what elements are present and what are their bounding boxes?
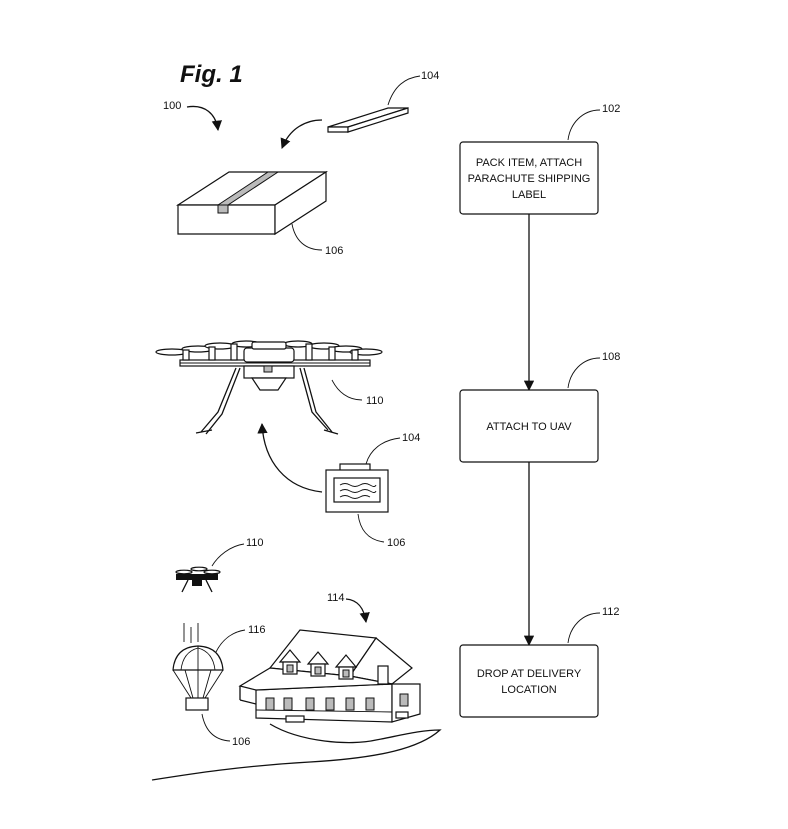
ref-label-112: 112	[602, 606, 620, 618]
step-1-line-1: PACK ITEM, ATTACH	[476, 157, 582, 169]
ref-leader-102	[567, 109, 601, 141]
ref-label-106-low: 106	[232, 736, 250, 748]
box-to-uav-arrow	[257, 422, 323, 493]
step-2-line-1: ATTACH TO UAV	[486, 421, 572, 433]
step-3-line-1: DROP AT DELIVERY	[477, 668, 582, 680]
ref-leader-106-low	[201, 713, 231, 742]
uav-drone-small	[175, 566, 221, 593]
step-1-line-2: PARACHUTE SHIPPING	[468, 173, 591, 185]
figure-title: Fig. 1	[180, 61, 243, 88]
uav-drone-large	[155, 340, 383, 435]
ref-leader-108	[567, 357, 601, 389]
ref-leader-116	[215, 629, 246, 653]
parachute-package	[172, 623, 224, 711]
step-3-line-2: LOCATION	[501, 684, 556, 696]
ref-label-106-mid: 106	[387, 537, 405, 549]
label-to-box-arrow	[280, 119, 323, 149]
ref-label-100: 100	[163, 100, 181, 112]
package-box	[175, 170, 329, 236]
ref-label-106-top: 106	[325, 245, 343, 257]
ref-label-110-low: 110	[246, 537, 264, 549]
ref-arrow-114	[345, 598, 370, 624]
flowchart-step-3: DROP AT DELIVERY LOCATION	[459, 644, 599, 718]
ref-leader-104-top	[387, 75, 421, 106]
flowchart-step-1: PACK ITEM, ATTACH PARACHUTE SHIPPING LAB…	[459, 141, 599, 215]
ref-leader-104-mid	[365, 437, 401, 465]
flowchart-step-2: ATTACH TO UAV	[459, 389, 599, 463]
step-1-line-3: LABEL	[512, 189, 546, 201]
ref-label-114: 114	[327, 592, 345, 604]
ref-label-116: 116	[248, 624, 266, 636]
ref-leader-110-mid	[331, 379, 363, 401]
driveway-path	[151, 723, 442, 781]
package-with-label	[325, 463, 389, 513]
ref-label-110-mid: 110	[366, 395, 384, 407]
ref-leader-106-top	[291, 223, 323, 251]
delivery-house	[238, 629, 421, 723]
ref-label-108: 108	[602, 351, 620, 363]
ref-arrow-100	[186, 105, 222, 132]
ref-leader-112	[567, 612, 601, 644]
ref-leader-110-low	[211, 543, 245, 567]
ref-label-102: 102	[602, 103, 620, 115]
shipping-label-card	[327, 107, 409, 133]
ref-label-104-mid: 104	[402, 432, 420, 444]
ref-label-104-top: 104	[421, 70, 439, 82]
ref-leader-106-mid	[357, 513, 385, 543]
